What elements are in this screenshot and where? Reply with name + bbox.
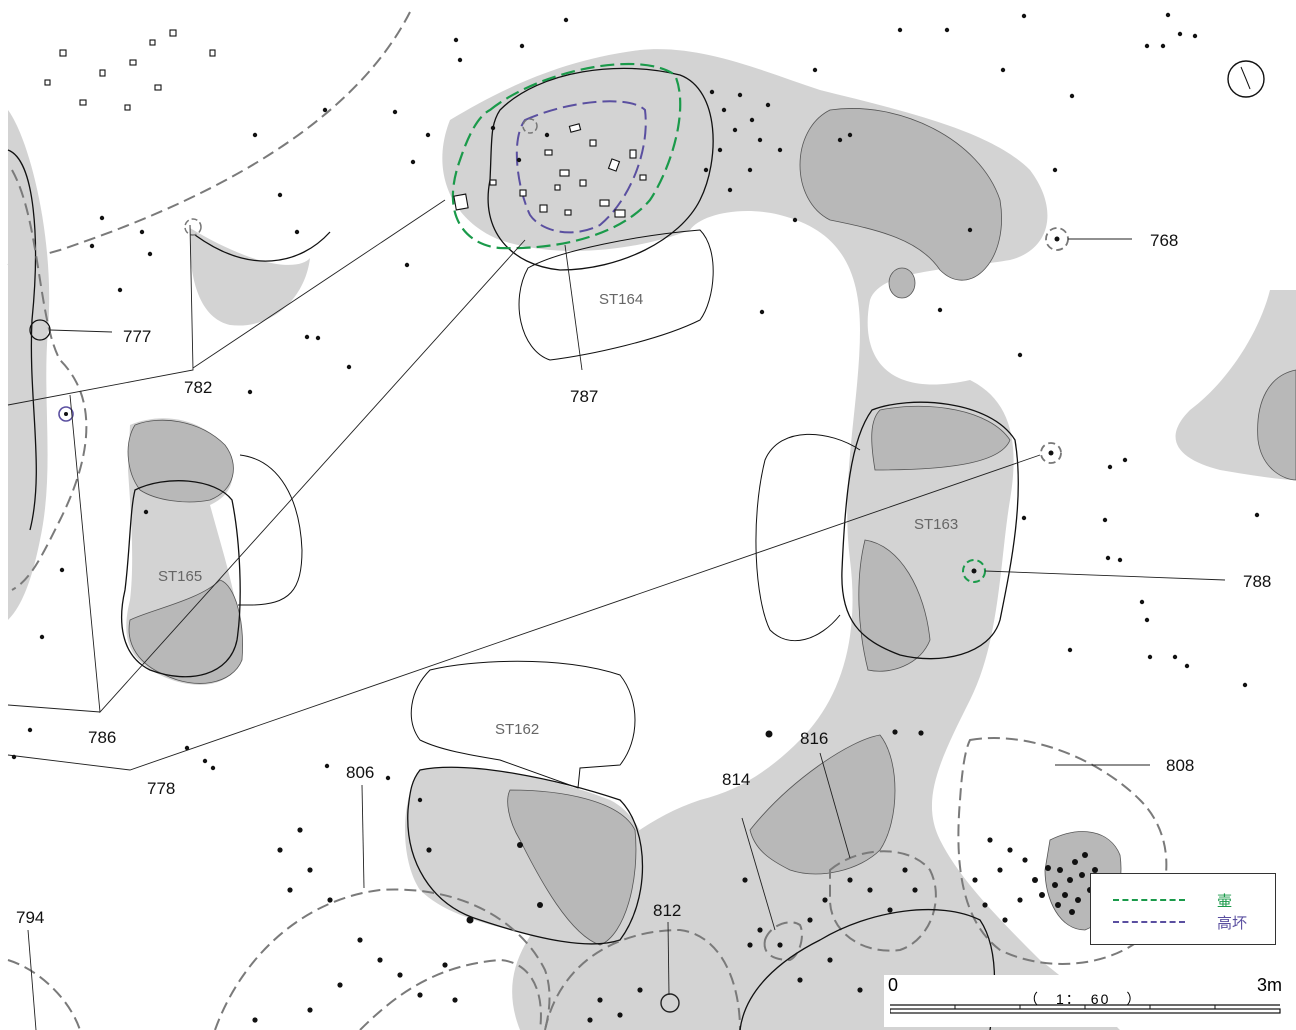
- subpit-e1: [871, 405, 1011, 471]
- pit-806-dashed: [214, 888, 551, 1030]
- post-812: [660, 993, 680, 1013]
- pit-782-outline: [194, 231, 331, 262]
- north-arrow-icon: [1226, 59, 1266, 99]
- legend-row-takatsuki: 高坏: [1113, 912, 1263, 932]
- post-takatsuki-left-center: [64, 412, 68, 416]
- label-812: 812: [653, 901, 681, 920]
- tsubo-boundary: [451, 62, 682, 250]
- feature-st164: ST164: [599, 291, 643, 308]
- label-806: 806: [346, 763, 374, 782]
- st163-outline: [841, 401, 1019, 660]
- label-787: 787: [570, 387, 598, 406]
- leader-814: [741, 817, 776, 931]
- post-takatsuki-left: [58, 406, 74, 422]
- subpit-e2: [858, 539, 931, 672]
- pit-left-dashed: [11, 169, 88, 591]
- subpit-bottom-left: [507, 789, 637, 946]
- post-778: [1040, 442, 1062, 464]
- leader-782: [7, 224, 194, 406]
- subpit-s1: [749, 734, 896, 875]
- legend-line-tsubo: [1113, 899, 1185, 901]
- legend-row-tsubo: 壷: [1113, 890, 1263, 910]
- st162-outline: [410, 660, 636, 789]
- label-814: 814: [722, 770, 750, 789]
- legend-box: 壷 高坏: [1090, 873, 1276, 945]
- leader-777: [49, 329, 113, 333]
- scale-end: 3m: [1256, 975, 1282, 995]
- leader-786b: [7, 704, 101, 713]
- bottom-left-outline: [407, 766, 644, 945]
- leader-816: [819, 752, 851, 859]
- leader-787: [564, 244, 583, 371]
- leader-782b: [192, 199, 446, 369]
- label-768: 768: [1150, 231, 1178, 250]
- pit-806-inner: [359, 958, 542, 1030]
- boundary-dashed-arc: [7, 11, 411, 266]
- post-778-center: [1048, 450, 1054, 456]
- pit-bottom-right-outline: [739, 908, 996, 1030]
- scale-bar: 0 3m （ 1： 60 ）: [884, 975, 1286, 1027]
- scale-start: 0: [888, 975, 899, 995]
- feature-st163: ST163: [914, 516, 958, 533]
- st165-white-outline: [238, 454, 303, 606]
- leader-806: [361, 784, 365, 889]
- pit-782: [189, 228, 310, 326]
- pit-787-outline: [487, 67, 714, 271]
- subpit-ne: [799, 108, 1002, 281]
- post-782: [184, 218, 202, 236]
- leader-794: [27, 929, 37, 1030]
- pit-left-edge-outline: [7, 149, 37, 531]
- st164-outline: [518, 229, 714, 361]
- st165-subpit-top: [127, 419, 234, 503]
- label-777: 777: [123, 327, 151, 346]
- leader-778: [7, 454, 1041, 771]
- pit-808-dashed: [957, 737, 1168, 965]
- pit-794-dashed: [7, 959, 81, 1030]
- label-794: 794: [16, 908, 44, 927]
- feature-st165: ST165: [158, 568, 202, 585]
- label-786: 786: [88, 728, 116, 747]
- dense-dot-cluster: [252, 729, 1103, 1023]
- stone-cluster-top-left: [44, 29, 216, 111]
- scale-ratio: （ 1： 60 ）: [1024, 991, 1143, 1007]
- post-768-center: [1054, 236, 1060, 242]
- pit-812-dashed: [544, 928, 741, 1030]
- pit-814-dashed: [763, 921, 803, 962]
- st163-white-outline: [755, 433, 861, 642]
- legend-label-tsubo: 壷: [1217, 893, 1233, 910]
- leader-788: [984, 570, 1226, 581]
- stone-cluster-787: [453, 123, 647, 218]
- subpit-small: [888, 267, 916, 299]
- label-782: 782: [184, 378, 212, 397]
- takatsuki-boundary: [515, 100, 647, 234]
- pit-left-edge: [8, 110, 50, 620]
- label-808: 808: [1166, 756, 1194, 775]
- label-788: 788: [1243, 572, 1271, 591]
- st165-outline: [120, 480, 241, 678]
- scale-bar-graphic: [890, 1004, 1281, 1014]
- post-787: [522, 118, 538, 134]
- feature-st162: ST162: [495, 721, 539, 738]
- leader-812: [667, 921, 670, 996]
- legend-line-takatsuki: [1113, 921, 1185, 923]
- label-778: 778: [147, 779, 175, 798]
- dot-scatter: [11, 12, 1260, 803]
- subpit-right-edge: [1257, 369, 1296, 481]
- label-816: 816: [800, 729, 828, 748]
- post-788-center: [971, 568, 977, 574]
- pit-816-dashed: [829, 850, 937, 952]
- legend-label-takatsuki: 高坏: [1217, 915, 1248, 932]
